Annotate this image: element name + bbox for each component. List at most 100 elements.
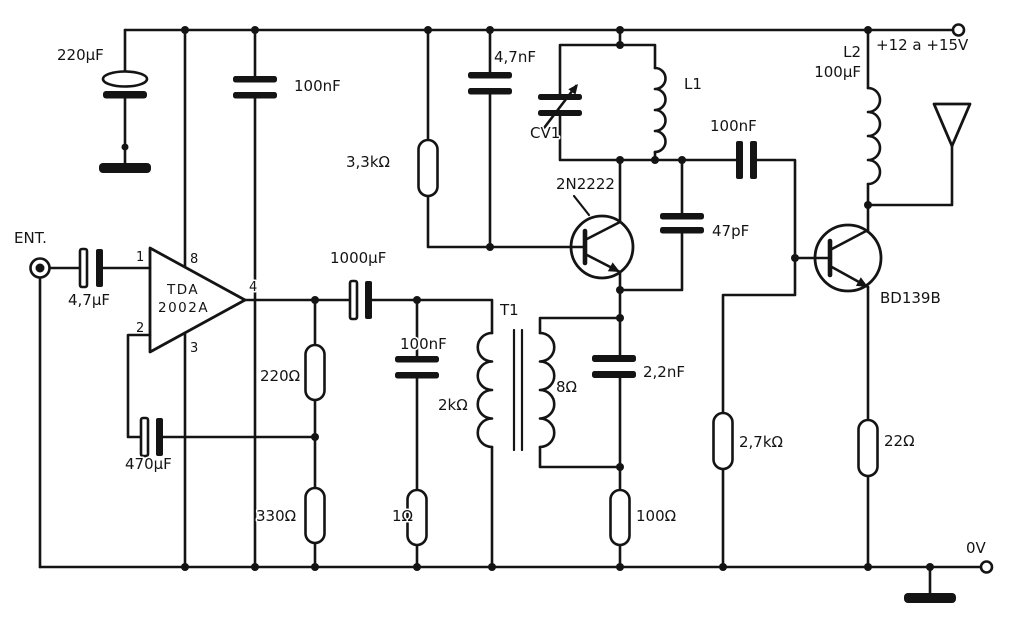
inductor-l1-symbol (653, 66, 667, 154)
capacitor-1000uf-symbol (348, 279, 372, 321)
junction-dot (181, 26, 189, 34)
inductor-l2-symbol (866, 86, 882, 186)
label-cap-100nf-supply: 100nF (294, 77, 341, 95)
wire-input (38, 266, 152, 569)
label-resistor-330: 330Ω (256, 507, 296, 525)
cap-plate (660, 227, 704, 234)
label-resistor-2k7: 2,7kΩ (739, 433, 783, 451)
label-resistor-220: 220Ω (260, 367, 300, 385)
variable-capacitor-cv1-symbol (538, 84, 582, 130)
resistor-2k7-symbol (712, 411, 734, 471)
junction-dot (424, 26, 432, 34)
label-pin-3: 3 (190, 341, 198, 356)
junction-dot (311, 296, 319, 304)
cap-plate (395, 372, 439, 379)
wire-output (243, 298, 494, 569)
junction-dot (864, 563, 872, 571)
capacitor-220uf-symbol (99, 70, 151, 173)
input-jack (29, 257, 51, 279)
emitter-arrow (855, 277, 868, 287)
label-pin-4: 4 (249, 280, 257, 295)
cap-plate (736, 141, 743, 179)
chassis-ground-bar (904, 593, 956, 603)
transistor-2n2222-symbol (569, 194, 635, 280)
cap-plate (103, 91, 147, 99)
t1-primary-winding (476, 331, 494, 449)
label-l2: L2 (843, 43, 861, 61)
capacitor-100nf-coupling-symbol (736, 141, 757, 179)
wire-r3k3-base (426, 28, 587, 249)
wire-coupling-bias (721, 158, 832, 569)
cap-plate (156, 418, 163, 456)
label-cap-100nf-coupling: 100nF (710, 117, 757, 135)
transistor-body (813, 223, 883, 293)
capacitor-4n7-symbol (468, 72, 512, 95)
capacitor-4u7uf-symbol (78, 247, 103, 289)
junction-dot (651, 156, 659, 164)
junction-dot (864, 26, 872, 34)
cap-plate (468, 88, 512, 95)
labels: 220µF 100nF 4,7nF CV1 L1 3,3kΩ 2N2222 47… (13, 35, 989, 559)
cap-plate (78, 247, 89, 289)
junction-dot (486, 26, 494, 34)
junction-dot (413, 296, 421, 304)
cap-plate (348, 279, 359, 321)
cap-plate (233, 92, 277, 99)
trimmer-arrow-head (568, 84, 578, 95)
wires (38, 28, 982, 595)
transistor-collector (828, 228, 870, 252)
cap-plate (233, 76, 277, 83)
capacitor-2n2-symbol (592, 355, 636, 378)
resistor-1ohm-symbol (406, 488, 428, 547)
label-resistor-100: 100Ω (636, 507, 676, 525)
cap-plate (750, 141, 757, 179)
label-t1-secondary: 8Ω (556, 378, 577, 396)
wire-c47pf-emitter (618, 158, 684, 569)
junction-dot (616, 41, 624, 49)
cap-plate (660, 213, 704, 220)
t1-core (512, 328, 524, 452)
cap-plate (101, 70, 149, 88)
label-l2-value: 100µF (814, 63, 861, 81)
label-ic-name-line2: 2002A (158, 300, 209, 316)
capacitor-47pf-symbol (660, 213, 704, 234)
junction-dot (488, 563, 496, 571)
label-cap-2n2: 2,2nF (643, 363, 685, 381)
opamp-triangle (148, 246, 247, 354)
label-cap-4u7: 4,7µF (68, 291, 110, 309)
cap-plate (365, 281, 372, 319)
supply-terminal (951, 23, 966, 37)
label-pin-2: 2 (136, 321, 144, 336)
cap-plate (538, 94, 582, 100)
label-pin-8: 8 (190, 252, 198, 267)
cap-plate (538, 110, 582, 116)
label-resistor-3k3: 3,3kΩ (346, 153, 390, 171)
t1-secondary-winding (538, 331, 556, 449)
transformer-t1-symbol (476, 328, 556, 452)
resistor-100ohm-symbol (609, 488, 631, 547)
label-cv1: CV1 (530, 124, 560, 142)
transistor-bd139b-symbol (813, 223, 883, 293)
emitter-arrow (607, 262, 620, 272)
label-cap-47pf: 47pF (712, 222, 749, 240)
junction-dot (791, 254, 799, 262)
junction-dot (251, 563, 259, 571)
label-supply-rail: +12 a +15V (876, 36, 969, 54)
cap-plate (395, 356, 439, 363)
label-cap-220uf: 220µF (57, 46, 104, 64)
label-cap-100nf-zobel: 100nF (400, 335, 447, 353)
junction-dot (251, 26, 259, 34)
junction-dots (121, 26, 934, 571)
cap-plate (592, 371, 636, 378)
junction-dot (616, 563, 624, 571)
junction-dot (616, 286, 624, 294)
junction-dot (926, 563, 934, 571)
label-cap-4n7: 4,7nF (494, 48, 536, 66)
cap-plate (139, 416, 150, 458)
junction-dot (121, 143, 129, 151)
label-transistor-q1: 2N2222 (556, 175, 615, 193)
capacitor-100nf-zobel-symbol (395, 356, 439, 379)
label-cap-470uf: 470µF (125, 455, 172, 473)
junction-dot (678, 156, 686, 164)
